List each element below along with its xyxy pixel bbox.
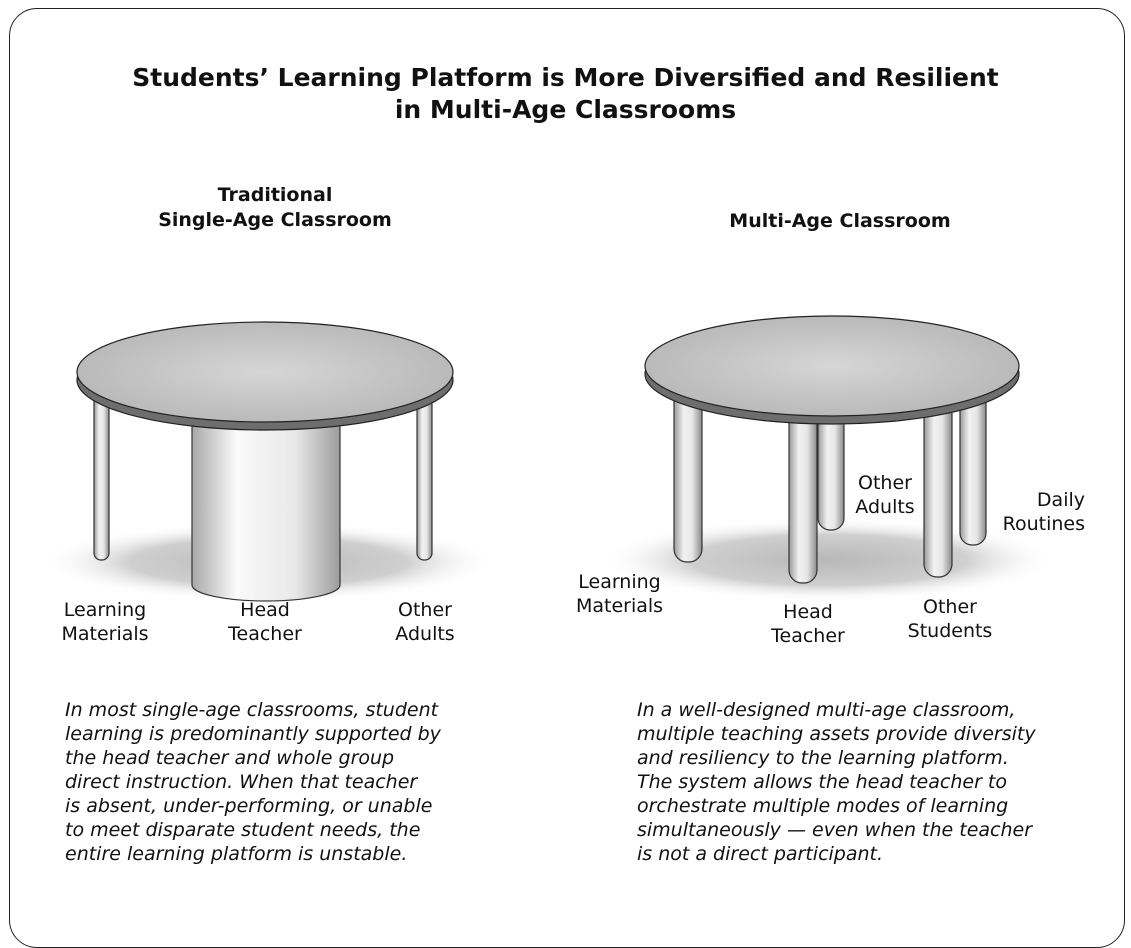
right-label-learning-materials: Learning Materials bbox=[562, 570, 677, 618]
right-description-line: simultaneously — even when the teacher bbox=[637, 819, 1033, 841]
right-label-learning-materials-line-1: Learning bbox=[578, 571, 661, 593]
left-label-learning-materials-line-1: Learning bbox=[63, 599, 147, 621]
right-label-learning-materials-line-2: Materials bbox=[575, 595, 664, 617]
right-description-line: The system allows the head teacher to bbox=[637, 771, 1007, 793]
right-label-other-students: Other Students bbox=[890, 595, 1010, 643]
left-label-head-teacher: Head Teacher bbox=[205, 598, 325, 646]
right-label-head-teacher-line-1: Head bbox=[783, 601, 833, 623]
left-label-learning-materials: Learning Materials bbox=[45, 598, 165, 646]
right-description: In a well-designed multi-age classroom, … bbox=[637, 698, 1107, 866]
right-label-head-teacher: Head Teacher bbox=[758, 600, 858, 648]
left-label-head-teacher-line-1: Head bbox=[240, 599, 290, 621]
left-table bbox=[38, 321, 498, 602]
left-label-learning-materials-line-2: Materials bbox=[61, 623, 149, 645]
left-description-line: to meet disparate student needs, the bbox=[65, 819, 421, 841]
right-label-daily-routines-line-1: Daily bbox=[1036, 489, 1085, 511]
main-title-line-2: in Multi-Age Classrooms bbox=[394, 95, 737, 124]
right-label-other-adults-line-2: Adults bbox=[855, 496, 915, 518]
right-description-line: In a well-designed multi-age classroom, bbox=[637, 699, 1016, 721]
left-pedestal-head-teacher bbox=[191, 394, 341, 602]
right-leg-learning-materials bbox=[673, 384, 703, 563]
right-table bbox=[598, 315, 1058, 602]
right-label-head-teacher-line-2: Teacher bbox=[771, 625, 845, 647]
right-label-other-students-line-1: Other bbox=[923, 596, 977, 618]
left-leg-learning-materials bbox=[93, 384, 110, 561]
left-leg-other-adults bbox=[416, 384, 433, 561]
left-description-line: In most single-age classrooms, student bbox=[65, 699, 439, 721]
main-title-line-1: Students’ Learning Platform is More Dive… bbox=[132, 63, 999, 92]
left-description-line: is absent, under-performing, or unable bbox=[65, 795, 433, 817]
left-description-line: direct instruction. When that teacher bbox=[65, 771, 418, 793]
left-heading: Traditional Single-Age Classroom bbox=[140, 183, 410, 233]
left-label-other-adults: Other Adults bbox=[370, 598, 480, 646]
left-description: In most single-age classrooms, student l… bbox=[65, 698, 535, 866]
right-label-other-adults-line-1: Other bbox=[858, 472, 912, 494]
left-label-head-teacher-line-2: Teacher bbox=[228, 623, 302, 645]
left-label-other-adults-line-1: Other bbox=[398, 599, 452, 621]
right-label-other-adults: Other Adults bbox=[840, 471, 930, 519]
right-description-line: is not a direct participant. bbox=[637, 843, 884, 865]
main-title: Students’ Learning Platform is More Dive… bbox=[0, 62, 1131, 126]
right-description-line: orchestrate multiple modes of learning bbox=[637, 795, 1009, 817]
left-description-line: the head teacher and whole group bbox=[65, 747, 395, 769]
right-heading: Multi-Age Classroom bbox=[700, 209, 980, 234]
left-tabletop bbox=[76, 321, 454, 423]
left-heading-line-2: Single-Age Classroom bbox=[158, 209, 392, 231]
right-description-line: and resiliency to the learning platform. bbox=[637, 747, 1009, 769]
right-tabletop bbox=[644, 315, 1020, 417]
left-description-line: learning is predominantly supported by bbox=[65, 723, 441, 745]
left-heading-line-1: Traditional bbox=[217, 184, 333, 206]
left-label-other-adults-line-2: Adults bbox=[395, 623, 455, 645]
right-label-daily-routines-line-2: Routines bbox=[1002, 513, 1085, 535]
left-description-line: entire learning platform is unstable. bbox=[65, 843, 408, 865]
right-description-line: multiple teaching assets provide diversi… bbox=[637, 723, 1036, 745]
right-heading-text: Multi-Age Classroom bbox=[729, 210, 951, 232]
right-label-daily-routines: Daily Routines bbox=[985, 488, 1085, 536]
right-label-other-students-line-2: Students bbox=[907, 620, 993, 642]
